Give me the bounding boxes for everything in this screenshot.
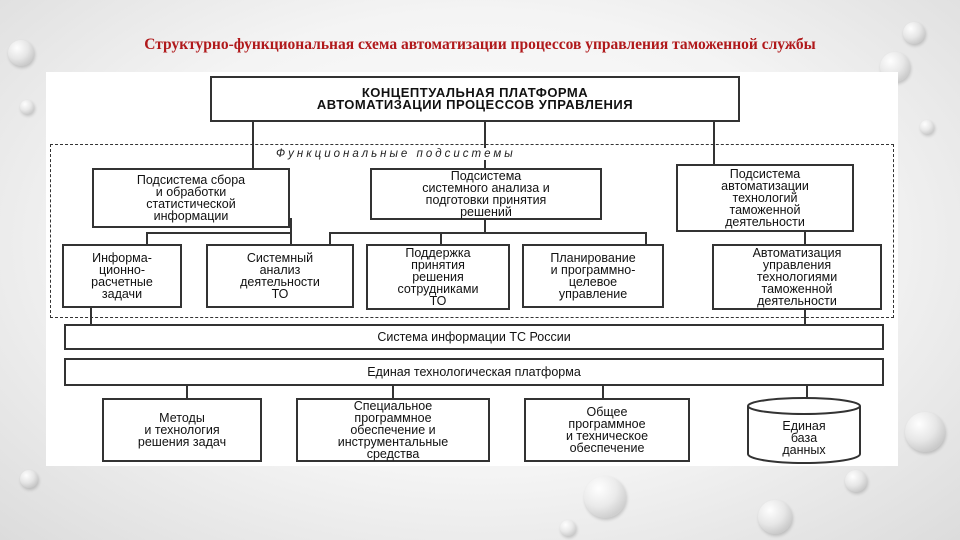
water-drop-decoration (8, 40, 34, 66)
info-system-box: Система информации ТС России (64, 324, 884, 350)
task-box: Планирование и программно- целевое управ… (522, 244, 664, 308)
subsystem-box: Подсистема системного анализа и подготов… (370, 168, 602, 220)
water-drop-decoration (845, 470, 867, 492)
database-label: Единая база данных (782, 419, 826, 457)
connector-line (146, 232, 148, 246)
tech-platform-box: Единая технологическая платформа (64, 358, 884, 386)
connector-line (392, 386, 394, 398)
water-drop-decoration (920, 120, 934, 134)
database-icon (747, 397, 861, 464)
conceptual-platform-box: КОНЦЕПТУАЛЬНАЯ ПЛАТФОРМА АВТОМАТИЗАЦИИ П… (210, 76, 740, 122)
connector-line (602, 386, 604, 398)
connector-line (252, 120, 254, 170)
connector-line (146, 232, 292, 234)
water-drop-decoration (758, 500, 792, 534)
subsystem-box: Подсистема автоматизации технологий тамо… (676, 164, 854, 232)
slide-title: Структурно-функциональная схема автомати… (144, 36, 816, 53)
task-box: Системный анализ деятельности ТО (206, 244, 354, 308)
water-drop-decoration (905, 412, 945, 452)
connector-line (186, 386, 188, 398)
connector-line (713, 120, 715, 164)
structure-diagram: Функциональные подсистемы КОНЦЕПТУАЛЬНАЯ… (46, 72, 898, 466)
functional-subsystems-frame (50, 144, 894, 318)
bottom-box: Специальное программное обеспечение и ин… (296, 398, 490, 462)
connector-line (804, 230, 806, 244)
bottom-box: Методы и технология решения задач (102, 398, 262, 462)
connector-line (645, 232, 647, 246)
water-drop-decoration (903, 22, 925, 44)
water-drop-decoration (20, 100, 34, 114)
connector-line (329, 232, 647, 234)
connector-line (90, 306, 92, 324)
water-drop-decoration (560, 520, 576, 536)
functional-subsystems-label: Функциональные подсистемы (270, 148, 522, 160)
bottom-box: Общее программное и техническое обеспече… (524, 398, 690, 462)
task-box: Информа- ционно- расчетные задачи (62, 244, 182, 308)
task-box: Автоматизация управления технологиями та… (712, 244, 882, 310)
connector-line (484, 120, 486, 170)
database-cylinder: Единая база данных (746, 396, 862, 464)
connector-line (804, 306, 806, 324)
connector-line (290, 232, 292, 246)
connector-line (290, 218, 292, 234)
connector-line (329, 232, 331, 246)
water-drop-decoration (584, 476, 626, 518)
subsystem-box: Подсистема сбора и обработки статистичес… (92, 168, 290, 228)
connector-line (484, 218, 486, 234)
task-box: Поддержка принятия решения сотрудниками … (366, 244, 510, 310)
connector-line (806, 386, 808, 398)
connector-line (440, 232, 442, 246)
water-drop-decoration (20, 470, 38, 488)
